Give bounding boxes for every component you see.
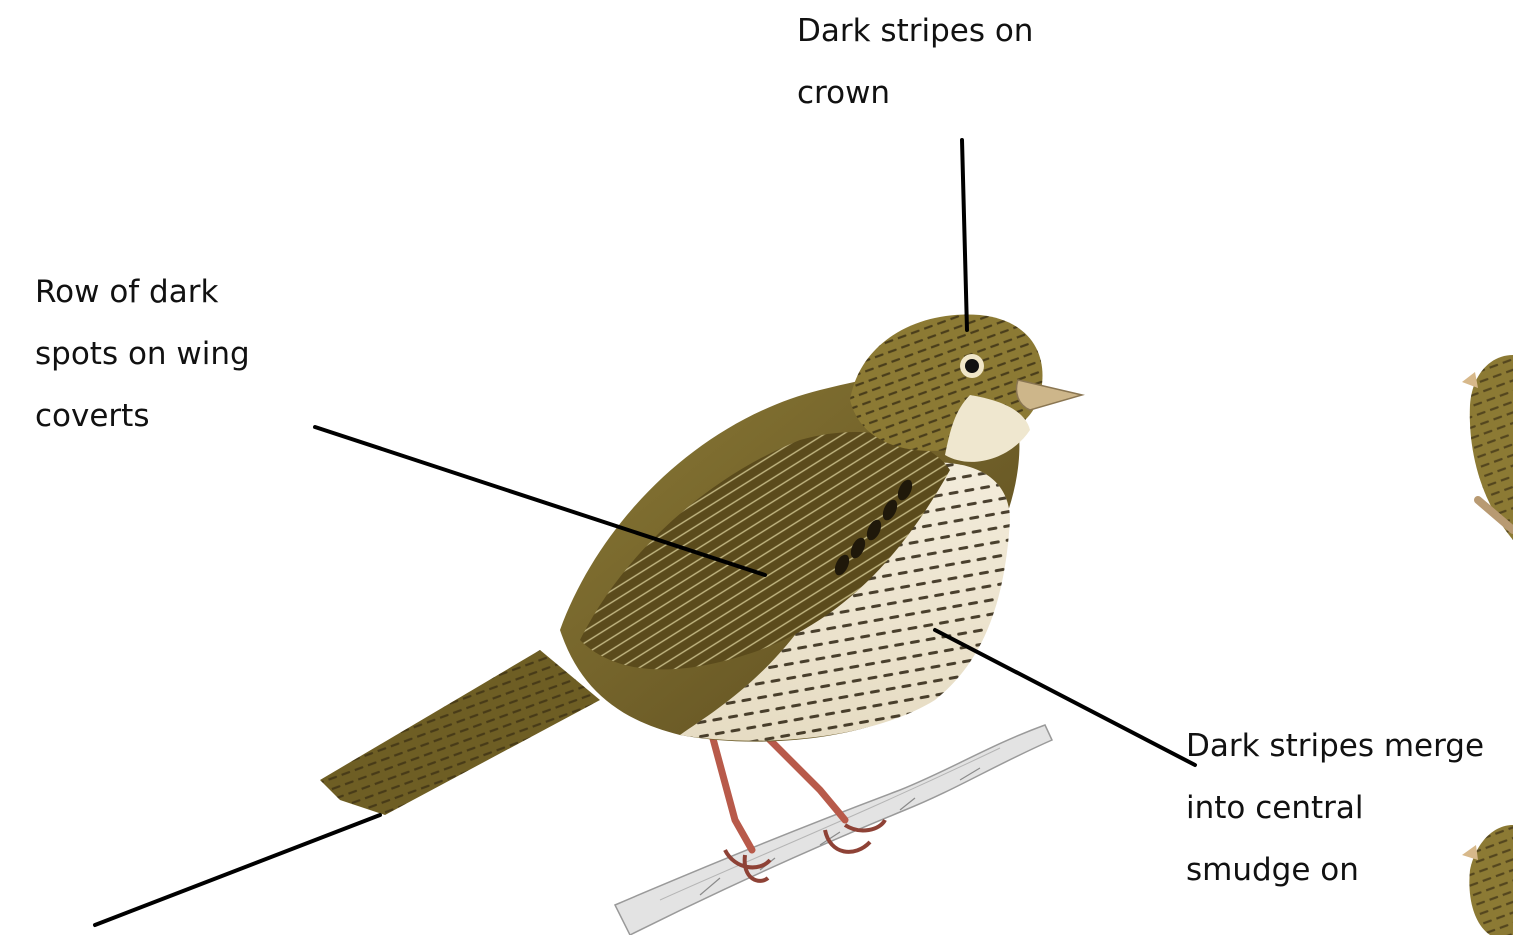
breast-label-line: smudge on (1186, 839, 1484, 901)
wing-label-line: coverts (35, 385, 250, 447)
crown-label-line: crown (797, 62, 1033, 124)
branch (615, 725, 1052, 935)
beak (1017, 380, 1083, 410)
wing-label-line: Row of dark (35, 261, 250, 323)
bird-head (850, 314, 1082, 461)
eye (965, 359, 979, 373)
breast-label-line: Dark stripes merge (1186, 715, 1484, 777)
crown-leader-line (962, 140, 967, 330)
breast-leader-line (935, 630, 1195, 765)
breast-label-line: into central (1186, 777, 1484, 839)
wing-coverts-label: Row of dark spots on wing coverts (35, 261, 250, 447)
wing-label-line: spots on wing (35, 323, 250, 385)
tail (320, 650, 600, 815)
crown-label-line: Dark stripes on (797, 0, 1033, 62)
breast-label: Dark stripes merge into central smudge o… (1186, 715, 1484, 901)
tail-leader-line (95, 815, 380, 925)
crown-label: Dark stripes on crown (797, 0, 1033, 124)
side-bird-top (1462, 355, 1513, 540)
